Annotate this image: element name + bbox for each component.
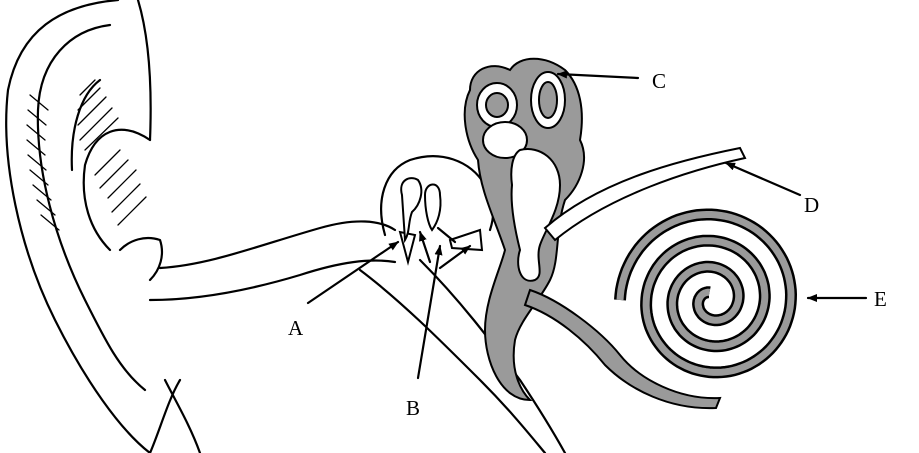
outer-ear — [6, 0, 200, 453]
leader-b3 — [440, 246, 470, 268]
label-a: A — [288, 316, 304, 340]
label-e: E — [874, 287, 887, 311]
label-c: C — [652, 69, 666, 93]
inner-ear — [465, 59, 745, 408]
labels: A B C D E — [288, 69, 887, 420]
leader-b2 — [420, 232, 430, 262]
leader-d — [726, 163, 800, 195]
cochlea — [620, 215, 791, 373]
middle-ear — [381, 156, 493, 262]
label-b: B — [406, 396, 420, 420]
label-d: D — [804, 193, 819, 217]
leader-a — [308, 242, 398, 303]
leader-b1 — [418, 246, 440, 378]
